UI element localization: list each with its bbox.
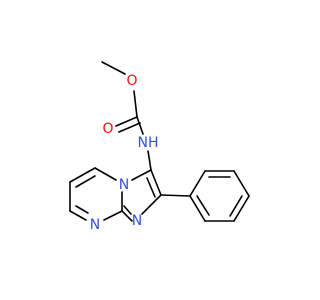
bond-ph-4-inner <box>229 195 243 217</box>
bond-c5-c6 <box>69 167 96 183</box>
bond-c3-c2-inner <box>146 177 156 198</box>
bond-n4-c5 <box>94 167 117 181</box>
bond-o-carbonyl-carbon <box>133 90 138 118</box>
bond-c7-n8-inner <box>75 205 89 214</box>
bond-c7-n8 <box>69 210 87 221</box>
bond-ph-4 <box>233 195 250 222</box>
amide-nh-label: NH <box>138 135 159 151</box>
bridgehead-nitrogen-label: N <box>119 177 129 193</box>
bond-c2-n1 <box>141 194 162 215</box>
molecule-structure: O O NH N N N <box>69 61 250 233</box>
pyrimidine-nitrogen-label: N <box>90 217 100 233</box>
bond-c3-n4 <box>131 169 152 181</box>
bond-nh-c3 <box>147 150 152 171</box>
bonds <box>69 61 250 222</box>
bond-ph-3 <box>233 170 250 197</box>
bond-n1-c8a <box>121 210 133 222</box>
atom-labels: O O NH N N N <box>90 73 159 233</box>
ether-oxygen-label: O <box>126 73 137 89</box>
bond-carbonyl-nh <box>136 116 144 135</box>
bond-carbonyl-double-2 <box>118 122 141 133</box>
bond-n8-c8a <box>103 210 123 221</box>
imidazole-nitrogen-label: N <box>132 213 142 229</box>
bond-c3-c2 <box>150 169 162 196</box>
bond-c5-c6-inner <box>75 175 96 188</box>
bond-carbonyl-double-1 <box>115 116 138 127</box>
bond-c2-phenyl <box>160 194 191 197</box>
bond-n1-c8a-inner <box>123 205 132 215</box>
bond-ph-6-inner <box>196 195 210 216</box>
bond-ph-1 <box>189 170 206 197</box>
bond-ph-6 <box>189 195 206 222</box>
bond-methyl-o <box>101 61 126 75</box>
carbonyl-oxygen-label: O <box>102 121 113 137</box>
